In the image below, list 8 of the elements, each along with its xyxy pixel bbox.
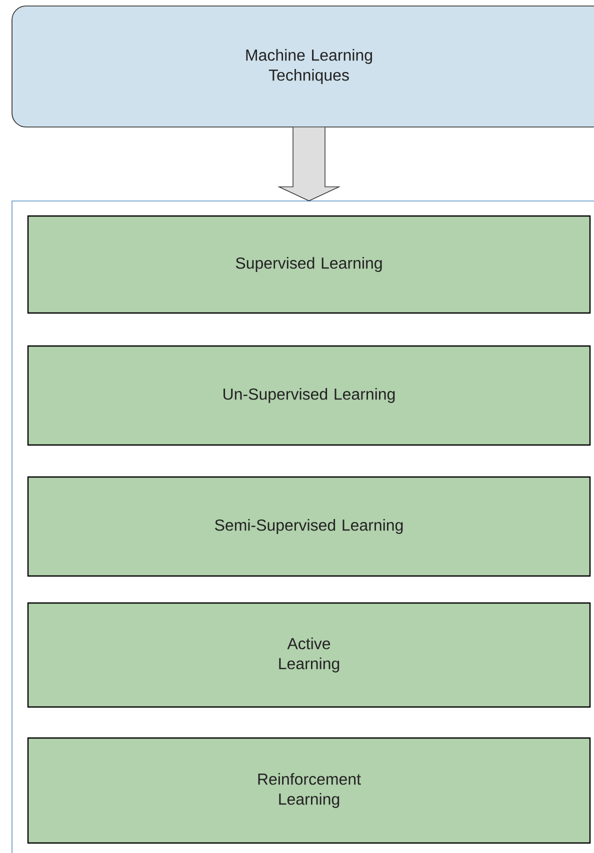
- frame: [12, 200, 594, 853]
- learning-type-box: Semi-Supervised Learning: [27, 476, 591, 577]
- learning-type-box: Un-Supervised Learning: [27, 345, 591, 446]
- category-box: Machine Learning Techniques: [12, 6, 594, 128]
- learning-type-box: Supervised Learning: [27, 215, 591, 314]
- block-arrow: [277, 127, 341, 202]
- learning-type-box: Active Learning: [27, 602, 591, 708]
- learning-type-box: Reinforcement Learning: [27, 737, 591, 844]
